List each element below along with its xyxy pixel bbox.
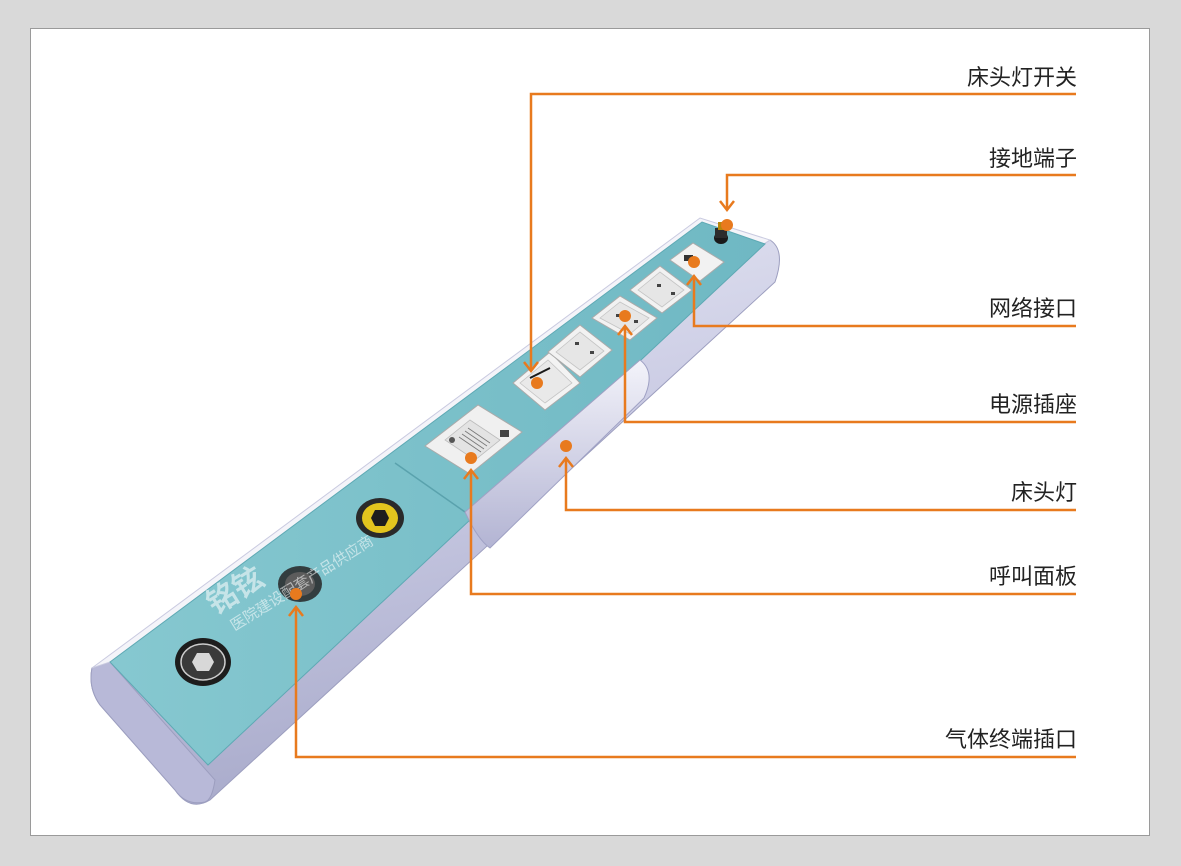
gas-outlet-hex xyxy=(175,638,231,686)
rail-end-cap xyxy=(90,661,216,804)
label-ground-terminal: 接地端子 xyxy=(988,147,1077,172)
leader-power-socket xyxy=(623,326,1076,424)
leader-ground-terminal xyxy=(725,173,1076,210)
label-call-panel: 呼叫面板 xyxy=(988,565,1077,590)
label-network-port: 网络接口 xyxy=(988,297,1077,322)
dot-call-panel xyxy=(465,452,477,464)
leader-bedside-lamp xyxy=(564,458,1076,512)
dot-bedside-lamp-switch xyxy=(531,377,543,389)
dot-network-port xyxy=(688,256,700,268)
dot-power-socket xyxy=(619,310,631,322)
lamp-switch-device xyxy=(512,351,581,411)
leader-bedside-lamp-switch xyxy=(529,92,1076,371)
dot-gas-terminal-outlet xyxy=(290,588,302,600)
power-socket-device-3 xyxy=(629,265,693,314)
dot-ground-terminal xyxy=(721,219,733,231)
arrow-power-socket xyxy=(617,323,633,336)
call-panel-device xyxy=(424,404,523,475)
arrow-bedside-lamp-switch xyxy=(523,361,539,374)
dot-bedside-lamp xyxy=(560,440,572,452)
leader-arrowheads xyxy=(288,200,735,617)
label-power-socket: 电源插座 xyxy=(988,393,1077,418)
power-socket-device-1 xyxy=(547,324,613,378)
arrow-call-panel xyxy=(463,467,479,480)
label-bedside-lamp: 床头灯 xyxy=(1010,481,1077,506)
label-bedside-lamp-switch: 床头灯开关 xyxy=(966,66,1077,91)
gas-outlet-yellow xyxy=(356,498,404,538)
ground-terminal-device xyxy=(714,222,728,244)
leader-network-port xyxy=(692,276,1076,328)
arrow-ground-terminal xyxy=(719,200,735,213)
lamp-bar xyxy=(464,359,650,549)
label-gas-terminal-outlet: 气体终端插口 xyxy=(944,728,1077,753)
panel-seam xyxy=(394,462,466,513)
leader-lines xyxy=(294,92,1076,759)
arrow-network-port xyxy=(686,273,702,286)
leader-call-panel xyxy=(469,470,1076,596)
arrow-bedside-lamp xyxy=(558,455,574,468)
arrow-gas-terminal-outlet xyxy=(288,604,304,617)
leader-gas-terminal-outlet xyxy=(294,607,1076,759)
leader-dots xyxy=(290,219,733,600)
